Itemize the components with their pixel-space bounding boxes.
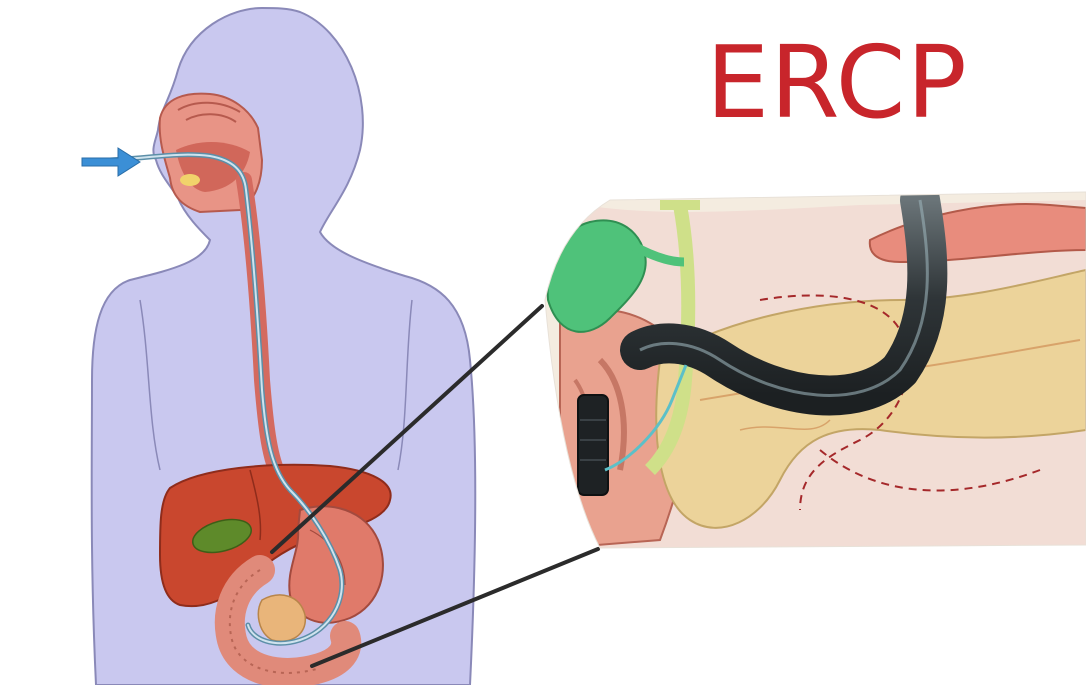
body-silhouette xyxy=(92,8,476,685)
ercp-inset xyxy=(540,190,1086,550)
arrow-icon xyxy=(82,148,140,176)
page-title: ERCP xyxy=(706,28,976,138)
